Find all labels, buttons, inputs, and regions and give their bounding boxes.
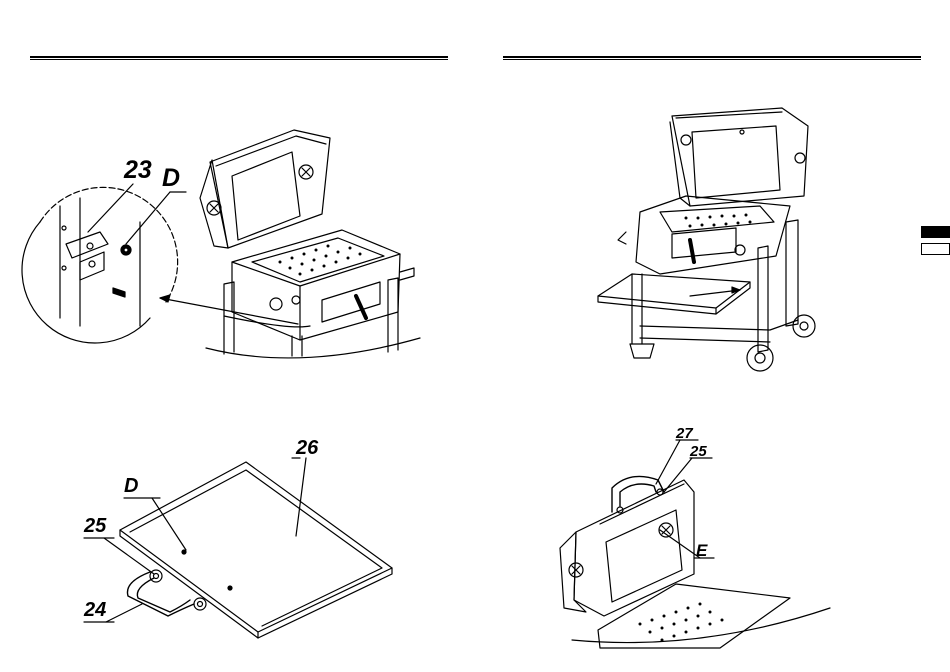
grate-holes-3 bbox=[639, 603, 724, 642]
callout-25-left: 25 bbox=[84, 516, 106, 536]
callout-27: 27 bbox=[676, 426, 693, 441]
figure-grill-with-shelf bbox=[598, 108, 815, 371]
callout-24: 24 bbox=[84, 600, 106, 620]
leader-d-bottom bbox=[152, 498, 186, 550]
grill-top-left bbox=[200, 130, 420, 358]
figure-hinge-assembly bbox=[22, 130, 420, 358]
callout-25-right: 25 bbox=[690, 444, 707, 459]
callout-d-top: D bbox=[162, 166, 180, 191]
leader-26 bbox=[296, 458, 306, 536]
leader-24 bbox=[106, 604, 142, 622]
callout-d-bottom: D bbox=[124, 476, 138, 496]
detail-arrow bbox=[160, 298, 298, 324]
callout-e: E bbox=[696, 542, 707, 559]
leader-23 bbox=[88, 184, 133, 232]
callout-26: 26 bbox=[296, 438, 318, 458]
callout-23: 23 bbox=[124, 158, 152, 183]
figure-lid-handle bbox=[560, 440, 830, 648]
